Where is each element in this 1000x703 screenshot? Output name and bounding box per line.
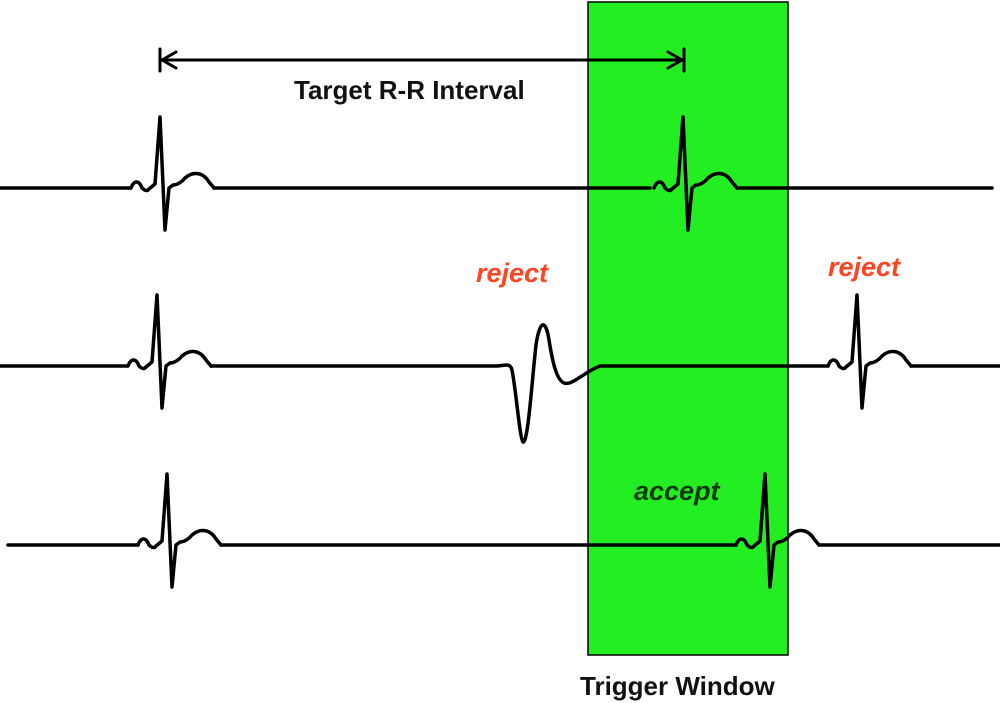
ectopic-beat <box>209 323 830 444</box>
accept-label: accept <box>634 476 720 506</box>
trigger-window-label: Trigger Window <box>580 671 775 701</box>
ecg-trace-row-3 <box>6 472 1000 589</box>
rr-interval-label: Target R-R Interval <box>294 75 525 105</box>
ecg-trace-row-1 <box>0 115 994 232</box>
reject-label-ectopic: reject <box>476 258 549 288</box>
rr-interval-arrow <box>158 47 686 73</box>
ecg-trace-row-2 <box>0 293 1000 444</box>
trigger-window <box>587 1 789 656</box>
reject-label-late: reject <box>828 252 901 282</box>
